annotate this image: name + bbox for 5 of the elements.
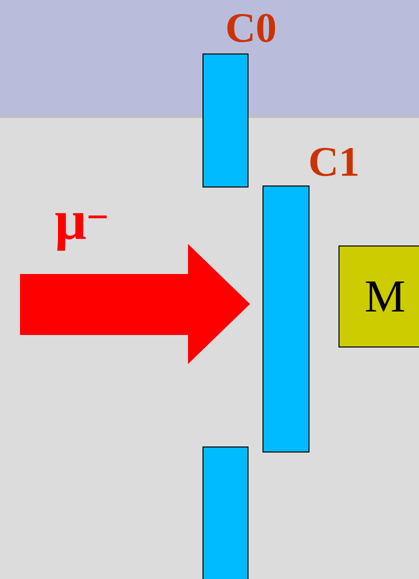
module-box: M: [338, 246, 419, 348]
bar-label: C0: [227, 14, 276, 42]
bar-label: C1: [310, 148, 358, 176]
bar: [202, 446, 248, 579]
particle-label: μ$^{−}$: [55, 213, 107, 251]
